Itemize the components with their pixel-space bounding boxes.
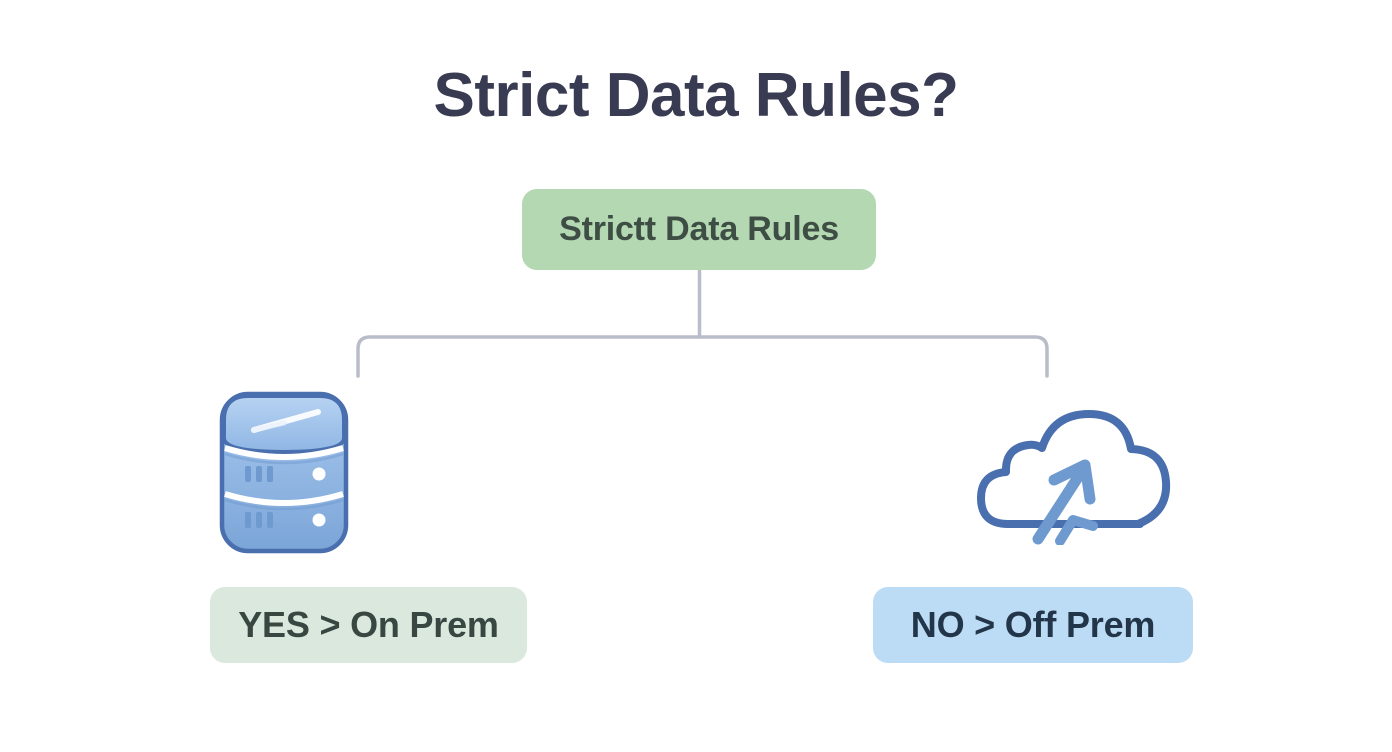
connector-bracket xyxy=(356,335,1049,378)
branch-label-no-off-prem: NO > Off Prem xyxy=(910,604,1156,645)
root-node-label: Strictt Data Rules xyxy=(559,210,839,248)
database-server-stack-icon xyxy=(218,390,350,555)
branch-label-yes-on-prem: YES > On Prem xyxy=(238,604,499,645)
cloud-upload-arrow-icon xyxy=(968,395,1180,545)
branch-node-no-off-prem[interactable]: NO > Off Prem xyxy=(873,587,1193,663)
branch-node-yes-on-prem[interactable]: YES > On Prem xyxy=(210,587,527,663)
page-title: Strict Data Rules? xyxy=(433,61,959,130)
root-node[interactable]: Strictt Data Rules xyxy=(522,189,876,270)
